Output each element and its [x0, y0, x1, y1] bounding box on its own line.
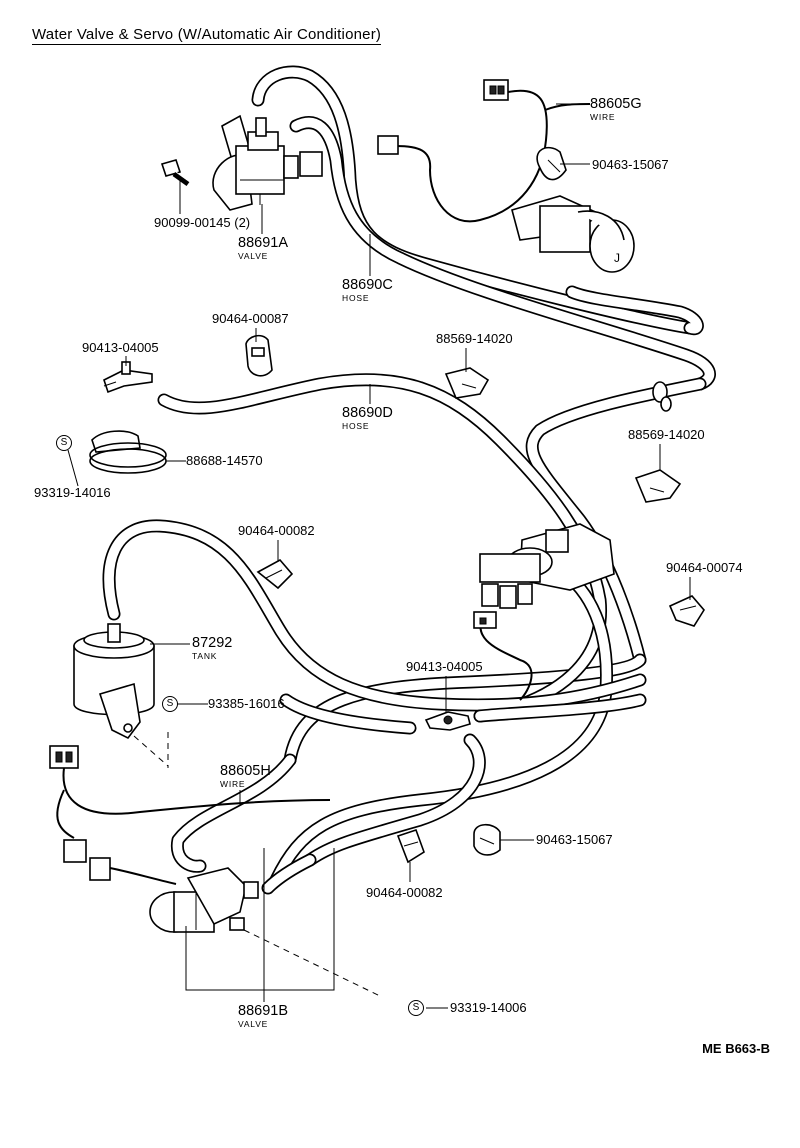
- part-90413-lower-number: 90413-04005: [406, 659, 483, 674]
- part-88569-upper-number: 88569-14020: [436, 331, 513, 346]
- part-88605g-name: WIRE: [590, 112, 616, 122]
- clip-90464-00074[interactable]: [668, 595, 705, 627]
- bolt-90099[interactable]: [160, 159, 191, 187]
- clamp-90463-top[interactable]: [536, 146, 567, 181]
- union-90413-upper[interactable]: [103, 361, 153, 394]
- diagram-code: ME B663-B: [702, 1041, 770, 1056]
- clip-90464-00082-lower[interactable]: [396, 828, 425, 864]
- union-90413-lower[interactable]: [424, 711, 471, 731]
- water-valve-assembly[interactable]: [473, 523, 615, 701]
- hose-tank[interactable]: [102, 519, 647, 895]
- s-mark-93319-14006: S: [408, 1000, 424, 1016]
- part-93319-14016-number: 93319-14016: [34, 485, 111, 500]
- hose-88690d[interactable]: [157, 373, 614, 887]
- clip-90464-00087[interactable]: [245, 334, 273, 377]
- part-90463-top-number: 90463-15067: [592, 157, 669, 172]
- part-88691b-name: VALVE: [238, 1019, 269, 1029]
- tank-dashed-line: [133, 735, 169, 767]
- clamp-88569-upper[interactable]: [444, 367, 490, 399]
- part-87292-name: TANK: [192, 651, 218, 661]
- part-90464-00074-number: 90464-00074: [666, 560, 743, 575]
- part-93385-16016-number: 93385-16016: [208, 696, 285, 711]
- part-88690c-name: HOSE: [342, 293, 370, 303]
- svg-text:J: J: [614, 251, 620, 265]
- part-90464-00082-lower-number: 90464-00082: [366, 885, 443, 900]
- part-87292-number: 87292: [192, 635, 233, 651]
- part-90413-upper-number: 90413-04005: [82, 340, 159, 355]
- clamp-88569-lower[interactable]: [634, 469, 682, 503]
- clamp-90463-lower[interactable]: [473, 823, 501, 856]
- part-93319-14006-number: 93319-14006: [450, 1000, 527, 1015]
- wire-88605h-drawing[interactable]: [49, 745, 331, 885]
- part-88688-number: 88688-14570: [186, 453, 263, 468]
- part-88605h-number: 88605H: [220, 763, 271, 779]
- s-mark-93319-14016: S: [56, 435, 72, 451]
- clip-90464-00082-upper[interactable]: [256, 558, 294, 590]
- part-88691a-name: VALVE: [238, 251, 269, 261]
- part-90463-lower-number: 90463-15067: [536, 832, 613, 847]
- servo-motor[interactable]: J: [511, 195, 635, 273]
- valve-88691a-drawing[interactable]: [212, 114, 323, 211]
- part-88691b-number: 88691B: [238, 1003, 288, 1019]
- tank-87292-drawing[interactable]: [73, 623, 155, 740]
- part-90464-00082-upper-number: 90464-00082: [238, 523, 315, 538]
- part-88690c-number: 88690C: [342, 277, 393, 293]
- part-90464-00087-number: 90464-00087: [212, 311, 289, 326]
- part-90099-number: 90099-00145 (2): [154, 215, 251, 230]
- leader-lines: [67, 103, 691, 1009]
- valve-88691b-drawing[interactable]: [149, 867, 259, 933]
- part-88690d-number: 88690D: [342, 405, 393, 421]
- part-88690d-name: HOSE: [342, 421, 370, 431]
- part-88691a-number: 88691A: [238, 235, 288, 251]
- part-88605h-name: WIRE: [220, 779, 246, 789]
- s-mark-93385-16016: S: [162, 696, 178, 712]
- part-88569-lower-number: 88569-14020: [628, 427, 705, 442]
- part-88605g-number: 88605G: [590, 96, 642, 112]
- band-88688[interactable]: [89, 430, 167, 474]
- grommet: [652, 381, 672, 412]
- diagram-title: Water Valve & Servo (W/Automatic Air Con…: [32, 26, 382, 45]
